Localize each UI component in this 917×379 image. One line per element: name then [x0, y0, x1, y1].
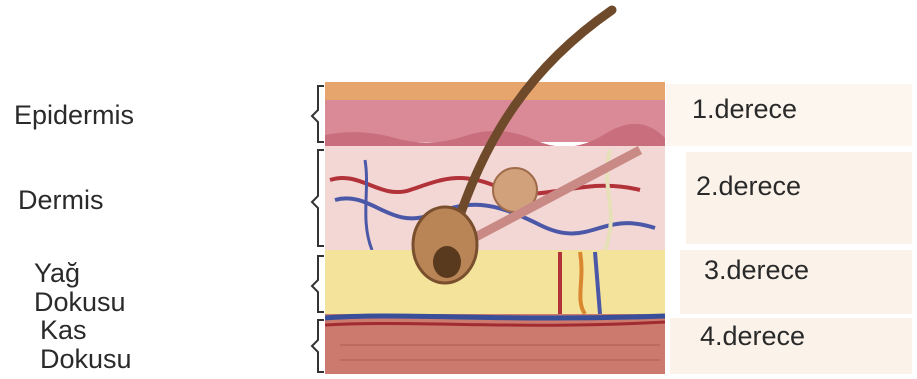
degree-label-4: 4.derece: [700, 322, 805, 351]
hair-bulb: [433, 246, 461, 278]
fat-layer: [325, 250, 665, 314]
fascia-line-blue: [325, 316, 665, 318]
degree-label-2: 2.derece: [696, 172, 801, 201]
epidermis-top-band: [325, 82, 665, 100]
bracket-muscle: [312, 320, 324, 372]
bracket-fat: [312, 256, 324, 312]
bracket-dermis: [312, 150, 324, 246]
degree-label-3: 3.derece: [704, 256, 809, 285]
skin-layers: [325, 82, 665, 374]
bracket-epidermis: [312, 86, 324, 142]
degree-label-1: 1.derece: [692, 95, 797, 124]
